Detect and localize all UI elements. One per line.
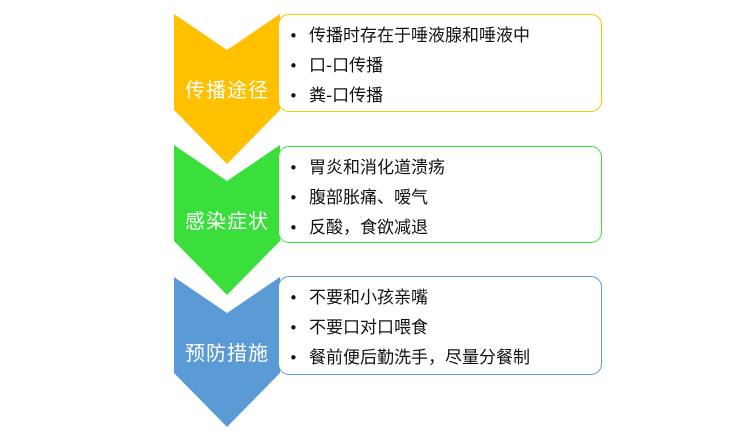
bullet-icon: • — [289, 319, 298, 337]
list-item-text: 腹部胀痛、嗳气 — [309, 188, 428, 208]
list-symptoms: • 胃炎和消化道溃疡 • 腹部胀痛、嗳气 • 反酸，食欲减退 — [279, 147, 601, 243]
card-transmission: • 传播时存在于唾液腺和唾液中 • 口-口传播 • 粪-口传播 — [278, 14, 602, 112]
section-label-prevention: 预防措施 — [185, 341, 269, 365]
list-item-text: 不要和小孩亲嘴 — [309, 288, 428, 308]
list-item-text: 餐前便后勤洗手，尽量分餐制 — [309, 348, 530, 368]
bullet-icon: • — [289, 349, 298, 367]
card-prevention: • 不要和小孩亲嘴 • 不要口对口喂食 • 餐前便后勤洗手，尽量分餐制 — [278, 276, 602, 375]
list-item-text: 口-口传播 — [309, 56, 384, 76]
list-item: • 胃炎和消化道溃疡 — [289, 153, 601, 183]
list-item: • 粪-口传播 — [289, 81, 601, 111]
section-label-symptoms: 感染症状 — [185, 209, 269, 233]
list-item: • 口-口传播 — [289, 51, 601, 81]
chevron-arrow-icon — [174, 145, 280, 295]
card-symptoms: • 胃炎和消化道溃疡 • 腹部胀痛、嗳气 • 反酸，食欲减退 — [278, 146, 602, 243]
chevron-symptoms: 感染症状 — [174, 145, 280, 295]
bullet-icon: • — [289, 219, 298, 237]
bullet-icon: • — [289, 57, 298, 75]
chevron-arrow-icon — [174, 14, 280, 164]
list-item-text: 反酸，食欲减退 — [309, 218, 428, 238]
list-item-text: 不要口对口喂食 — [309, 318, 428, 338]
list-item-text: 胃炎和消化道溃疡 — [309, 158, 445, 178]
bullet-icon: • — [289, 289, 298, 307]
list-item: • 腹部胀痛、嗳气 — [289, 183, 601, 213]
chevron-arrow-icon — [174, 277, 280, 427]
chevron-transmission: 传播途径 — [174, 14, 280, 164]
list-item-text: 传播时存在于唾液腺和唾液中 — [309, 26, 530, 46]
list-transmission: • 传播时存在于唾液腺和唾液中 • 口-口传播 • 粪-口传播 — [279, 15, 601, 111]
bullet-icon: • — [289, 159, 298, 177]
bullet-icon: • — [289, 27, 298, 45]
bullet-icon: • — [289, 87, 298, 105]
list-item: • 餐前便后勤洗手，尽量分餐制 — [289, 343, 601, 373]
list-item: • 反酸，食欲减退 — [289, 213, 601, 243]
list-item-text: 粪-口传播 — [309, 86, 384, 106]
bullet-icon: • — [289, 189, 298, 207]
list-item: • 不要和小孩亲嘴 — [289, 283, 601, 313]
section-label-transmission: 传播途径 — [185, 78, 269, 102]
list-item: • 传播时存在于唾液腺和唾液中 — [289, 21, 601, 51]
chevron-prevention: 预防措施 — [174, 277, 280, 427]
list-prevention: • 不要和小孩亲嘴 • 不要口对口喂食 • 餐前便后勤洗手，尽量分餐制 — [279, 277, 601, 373]
list-item: • 不要口对口喂食 — [289, 313, 601, 343]
